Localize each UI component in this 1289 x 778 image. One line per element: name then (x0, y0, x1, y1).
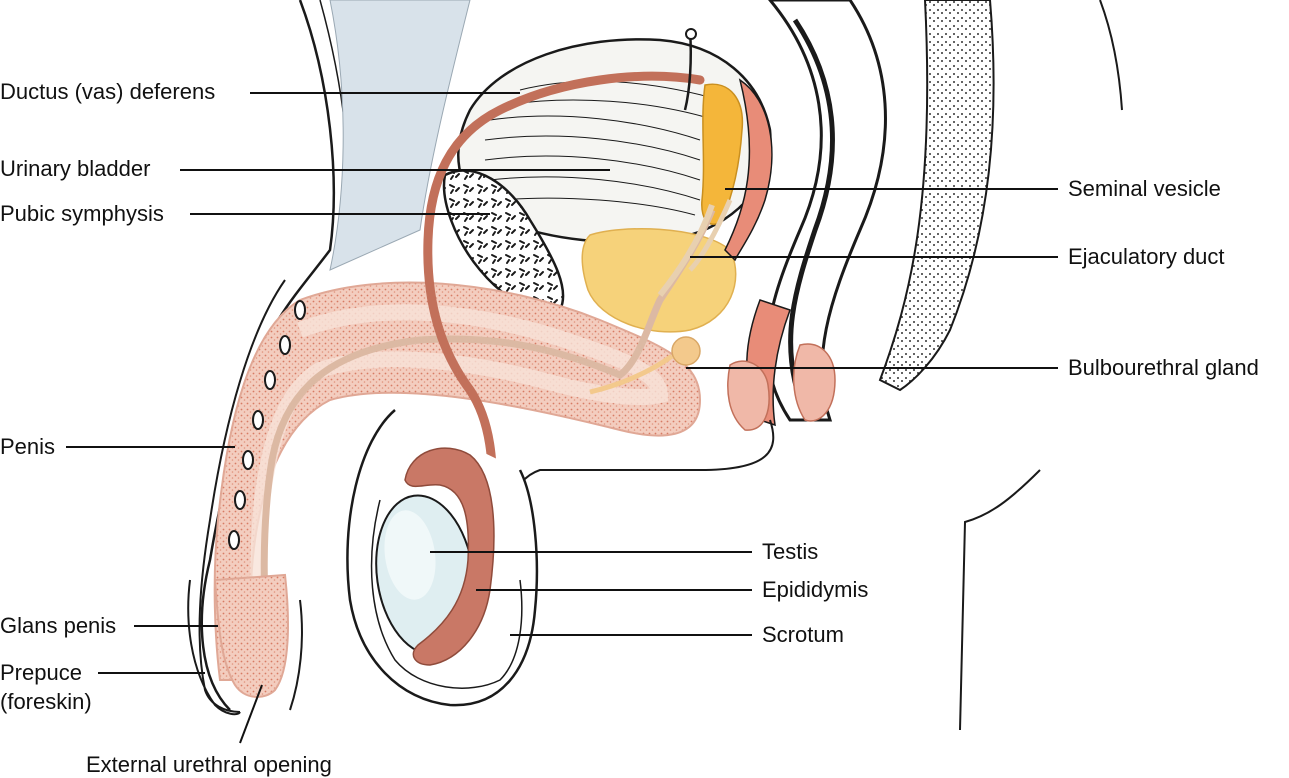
leader-external-urethral-opening (239, 684, 263, 744)
rectum-inner (788, 18, 835, 401)
ejaculatory-duct-branch (688, 199, 733, 272)
urethra (260, 208, 716, 671)
rectal-wall-strip (724, 78, 773, 262)
label-prepuce: Prepuce (0, 660, 82, 685)
ureter-opening (685, 28, 697, 40)
buttock-outline (959, 469, 1041, 731)
prostate (581, 228, 737, 333)
bulbourethral-gland (671, 336, 701, 366)
perineum-outline (508, 419, 775, 561)
label-urinary-bladder: Urinary bladder (0, 156, 151, 181)
leader-lines (66, 92, 1058, 744)
label-external-urethral-opening: External urethral opening (86, 752, 332, 777)
label-penis: Penis (0, 434, 56, 459)
ductus-deferens (423, 71, 705, 525)
posterior-outline (1099, 0, 1123, 111)
prepuce-fold-right (289, 599, 303, 711)
epididymis (404, 447, 495, 666)
label-pubic-symphysis: Pubic symphysis (0, 201, 164, 226)
sacrum (878, 0, 995, 392)
anal-sphincter (792, 343, 836, 422)
label-testis: Testis (762, 539, 819, 564)
label-glans-penis: Glans penis (0, 613, 117, 638)
label-ejaculatory-duct: Ejaculatory duct (1068, 244, 1225, 269)
label-epididymis: Epididymis (762, 577, 869, 602)
testis-highlight (384, 510, 436, 600)
suspensory-ligament (329, 0, 471, 271)
corpus-spongiosum (250, 304, 669, 671)
dorsal-vessels (228, 300, 306, 550)
ejaculatory-duct (657, 204, 715, 297)
label-scrotum: Scrotum (762, 622, 844, 647)
prepuce-fold (187, 579, 241, 716)
anal-sphincter-left (727, 360, 770, 431)
label-seminal-vesicle: Seminal vesicle (1068, 176, 1221, 201)
label-bulbourethral-gland: Bulbourethral gland (1068, 355, 1259, 380)
label-prepuce-foreskin: (foreskin) (0, 689, 92, 714)
bulbourethral-duct (589, 353, 674, 395)
bladder-muscle-fibers (484, 80, 721, 216)
label-ductus-deferens: Ductus (vas) deferens (0, 79, 216, 104)
scrotum-inner (370, 499, 523, 689)
